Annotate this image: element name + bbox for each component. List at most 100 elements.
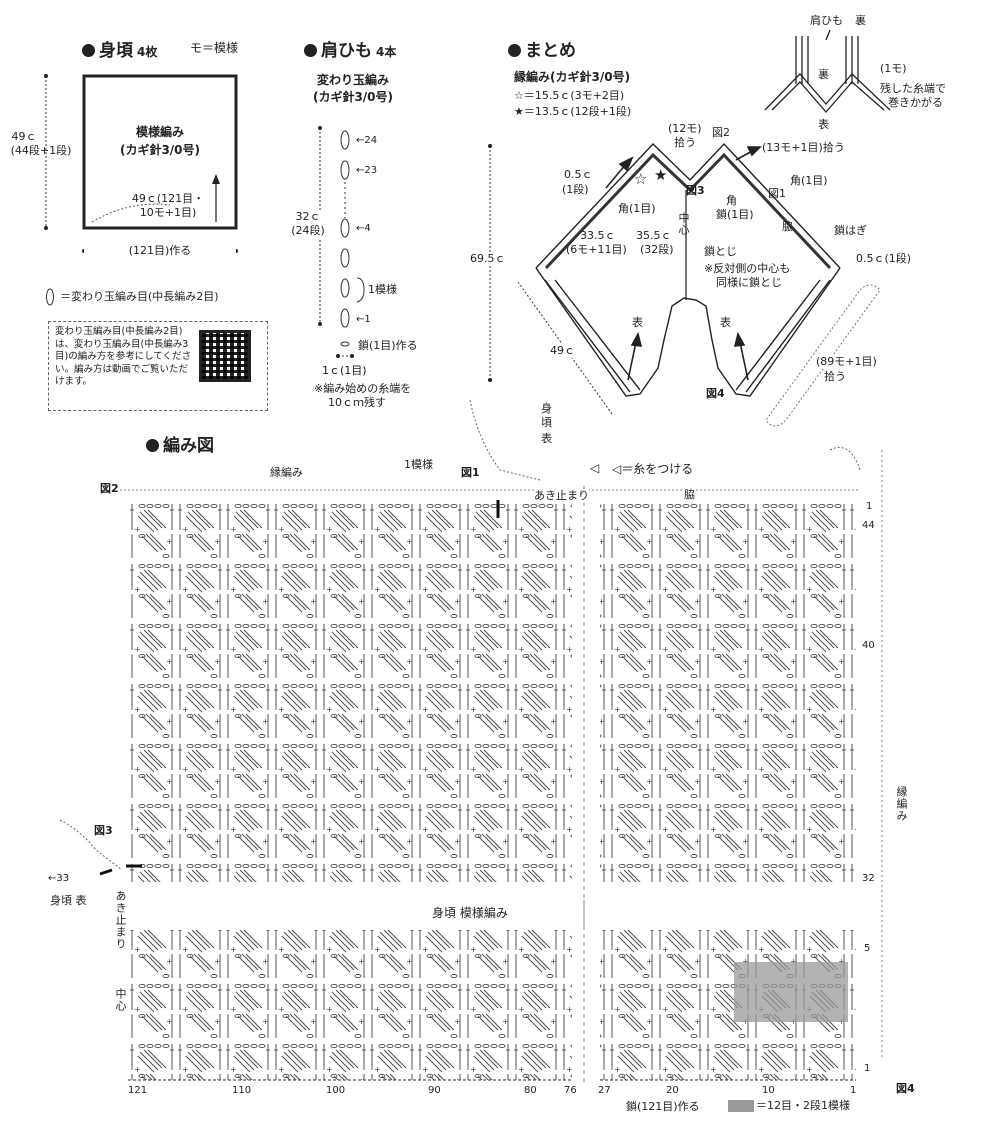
finishing-star-open: ☆＝15.5ｃ(3モ+2目) (514, 89, 625, 102)
finishing-arrows (605, 146, 762, 381)
strap-row-24: ←24 (356, 135, 378, 146)
chart-edge-vertical: 縁編み (895, 786, 908, 822)
chart-aki: あき止まり (534, 489, 589, 503)
repeat-highlight (734, 962, 848, 1022)
strap-one-repeat: 1模様 (368, 283, 397, 296)
label-kaku-left: 角(1目) (618, 202, 656, 215)
label-kusari-toji: 鎖とじ (704, 245, 737, 258)
label-zu3: 図3 (686, 184, 705, 197)
chart-title: 編み図 (146, 431, 214, 456)
row-num-5: 5 (864, 943, 871, 954)
bullet-icon (304, 44, 317, 57)
detail-ura: 裏 (855, 14, 866, 27)
bodice-hook: (カギ針3/0号) (119, 143, 201, 157)
col-num-10: 10 (762, 1085, 775, 1096)
video-note-box: 変わり玉編み目(中長編み2目)は、変わり玉編み目(中長編み3目)の編み方を参考に… (48, 321, 268, 411)
label-pick89: (89モ+1目) (816, 355, 877, 369)
label-h335: 33.5ｃ (580, 229, 616, 242)
col-num-90: 90 (428, 1085, 441, 1096)
bodice-square (82, 74, 238, 230)
col-num-20: 20 (666, 1085, 679, 1096)
strap-length-rows: (24段) (283, 224, 333, 238)
label-waki: 脇 (782, 220, 793, 233)
label-kaku-chain1: 角 (726, 194, 737, 207)
label-pick13: (13モ+1目)拾う (762, 141, 845, 154)
direction-arrow-icon (212, 174, 220, 184)
chart-zu1: 図1 (461, 466, 480, 479)
symbol-legend: ＝変わり玉編み目(中長編み2目) (60, 290, 219, 303)
chart-zu3: 図3 (94, 824, 113, 837)
label-h355b: (32段) (640, 243, 674, 256)
label-note-side2: 同様に鎖とじ (716, 276, 782, 289)
repeat-legend-swatch (728, 1100, 754, 1112)
chart-omote: 表 (541, 432, 552, 445)
finishing-edge: 縁編み(カギ針3/0号) (514, 70, 631, 84)
col-num-76: 76 (564, 1085, 577, 1096)
bullet-icon (508, 44, 521, 57)
strap-width: 1ｃ(1目) (322, 364, 367, 377)
strap-chain: 鎖(1目)作る (358, 339, 418, 352)
strap-row-1: ←1 (356, 314, 371, 325)
detail-note: 残した糸端で (880, 82, 946, 95)
chart-center: 中心 (114, 988, 127, 1012)
label-edge-r: 0.5ｃ(1段) (856, 252, 912, 265)
chart-zu4: 図4 (896, 1082, 915, 1095)
label-note-side1: ※反対側の中心も (704, 262, 791, 275)
row-num-1-top: 1 (866, 501, 873, 512)
strap-hook: (カギ針3/0号) (312, 90, 394, 104)
thread-mark-icon: ◁ (589, 461, 599, 475)
strap-pattern: 変わり玉編み (316, 73, 389, 87)
label-h355: 35.5ｃ (636, 229, 672, 242)
col-num-110: 110 (232, 1085, 252, 1096)
label-kaku1: 角(1目) (790, 174, 828, 187)
detail-one-mo: (1モ) (880, 62, 907, 75)
label-kusari-hagi: 鎖はぎ (834, 224, 867, 237)
chart-panel-right-upper (600, 500, 856, 882)
row-num-44: 44 (862, 520, 875, 531)
bullet-icon (82, 44, 95, 57)
bodice-width: 49ｃ(121目・ (131, 192, 205, 205)
chart-zu2: 図2 (100, 482, 119, 495)
bodice-height-rows: (44段+1段) (10, 144, 72, 157)
col-num-27: 27 (598, 1085, 611, 1096)
star-filled-icon: ★ (654, 166, 668, 184)
chart-one-mo: 1模様 (404, 458, 433, 471)
label-hirou2: 拾う (824, 370, 846, 384)
label-zu1: 図1 (768, 187, 786, 200)
label-h335b: (6モ+11目) (566, 243, 627, 256)
col-num-121: 121 (128, 1085, 148, 1096)
label-omote2: 表 (720, 316, 731, 329)
strap-note2: 10ｃｍ残す (328, 396, 386, 409)
strap-row-4: ←4 (356, 223, 371, 234)
row-num-32: 32 (862, 873, 875, 884)
bodice-mo-legend: モ＝模様 (190, 41, 239, 55)
video-note-text: 変わり玉編み目(中長編み2目)は、変わり玉編み目(中長編み3目)の編み方を参考に… (55, 326, 192, 387)
chart-body-label: 身頃 模様編み (428, 906, 512, 921)
col-num-1: 1 (850, 1085, 857, 1096)
col-num-100: 100 (326, 1085, 346, 1096)
chart-left-aki: あき止まり (114, 890, 127, 950)
row-num-1-bottom: 1 (864, 1063, 871, 1074)
detail-ura2: 裏 (818, 68, 829, 81)
qr-code-icon[interactable] (199, 330, 251, 382)
chart-arrow33: ←33 (48, 873, 70, 884)
strap-length: 32ｃ (288, 210, 328, 224)
strap-row-23: ←23 (356, 165, 378, 176)
bodice-width2: 10モ+1目) (139, 206, 197, 219)
star-open-icon: ☆ (634, 170, 648, 188)
label-h695: 69.5ｃ (470, 252, 506, 266)
detail-note2: 巻きかがる (888, 96, 943, 109)
puff-stitch-icon (46, 288, 54, 306)
finishing-star-filled: ★＝13.5ｃ(12段+1段) (514, 105, 632, 118)
row-num-40: 40 (862, 640, 875, 651)
detail-omote: 表 (818, 118, 829, 131)
label-hirou1: 拾う (674, 136, 696, 149)
label-12mo: (12モ) (668, 122, 702, 135)
chart-body-omote: 身頃 表 (50, 894, 87, 907)
label-kaku-chain2: 鎖(1目) (716, 208, 754, 221)
chart-goro: 頃 (541, 416, 552, 429)
finishing-shape (535, 142, 841, 397)
chart-mark-legend: ◁＝糸をつける (612, 462, 694, 476)
